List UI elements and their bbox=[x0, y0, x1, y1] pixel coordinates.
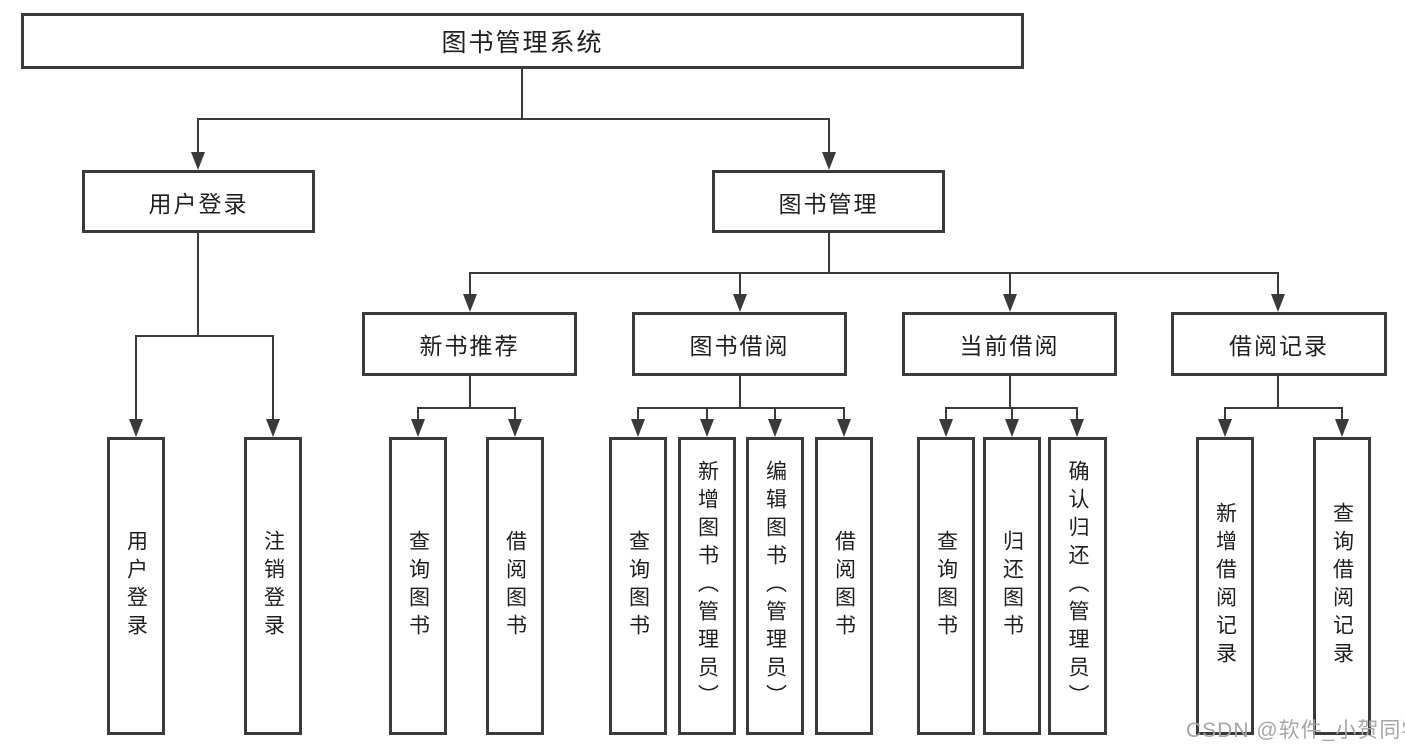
connector-to-user-login bbox=[197, 118, 199, 154]
arrowhead-leaf bbox=[700, 419, 714, 437]
leaf-borrow-edit-books: 编辑图书（管理员） bbox=[746, 437, 804, 735]
leaf-rec-borrow-books: 借阅图书 bbox=[486, 437, 544, 735]
leaf-logout: 注销登录 bbox=[244, 437, 302, 735]
arrowhead-user-login bbox=[191, 152, 205, 170]
connector-to-records bbox=[1277, 272, 1279, 296]
arrowhead-leaf-logout bbox=[266, 419, 280, 437]
arrowhead-records bbox=[1271, 294, 1285, 312]
arrowhead-leaf bbox=[939, 419, 953, 437]
node-new-book-recommend: 新书推荐 bbox=[362, 312, 577, 376]
connector-level2-split bbox=[469, 272, 1279, 274]
connector-new-rec-split bbox=[418, 407, 516, 409]
leaf-records-query-record: 查询借阅记录 bbox=[1313, 437, 1371, 735]
connector-user-login-stem bbox=[197, 233, 199, 335]
connector-leaf bbox=[1011, 407, 1013, 421]
arrowhead-leaf bbox=[1070, 419, 1084, 437]
connector-to-current bbox=[1009, 272, 1011, 296]
connector-new-rec-stem bbox=[469, 376, 471, 407]
arrowhead-borrowing bbox=[733, 294, 747, 312]
leaf-borrow-borrow-books: 借阅图书 bbox=[815, 437, 873, 735]
node-root: 图书管理系统 bbox=[21, 13, 1024, 69]
connector-level1-split bbox=[197, 118, 830, 120]
arrowhead-leaf bbox=[411, 419, 425, 437]
node-user-login: 用户登录 bbox=[82, 170, 315, 233]
leaf-rec-query-books: 查询图书 bbox=[389, 437, 447, 735]
leaf-current-confirm-return: 确认归还（管理员） bbox=[1048, 437, 1107, 735]
leaf-current-return-books: 归还图书 bbox=[983, 437, 1041, 735]
connector-to-leaf-logout bbox=[272, 335, 274, 421]
leaf-records-add-record: 新增借阅记录 bbox=[1196, 437, 1254, 735]
connector-user-login-split bbox=[135, 335, 273, 337]
connector-root-stem bbox=[521, 69, 523, 118]
connector-leaf bbox=[417, 407, 419, 421]
arrowhead-leaf-login bbox=[129, 419, 143, 437]
leaf-user-login: 用户登录 bbox=[107, 437, 165, 735]
connector-leaf bbox=[706, 407, 708, 421]
connector-leaf bbox=[1341, 407, 1343, 421]
connector-leaf bbox=[843, 407, 845, 421]
arrowhead-leaf bbox=[508, 419, 522, 437]
connector-to-book-mgmt bbox=[828, 118, 830, 154]
node-book-borrowing: 图书借阅 bbox=[632, 312, 847, 376]
arrowhead-leaf bbox=[1335, 419, 1349, 437]
leaf-borrow-query-books: 查询图书 bbox=[609, 437, 667, 735]
connector-leaf bbox=[945, 407, 947, 421]
csdn-watermark: CSDN @软件_小贺同学 bbox=[1186, 719, 1405, 742]
connector-leaf bbox=[1224, 407, 1226, 421]
connector-leaf bbox=[774, 407, 776, 421]
node-book-management: 图书管理 bbox=[712, 170, 945, 233]
arrowhead-leaf bbox=[1218, 419, 1232, 437]
connector-borrowing-split bbox=[638, 407, 845, 409]
node-borrowing-records: 借阅记录 bbox=[1171, 312, 1387, 376]
arrowhead-book-mgmt bbox=[822, 152, 836, 170]
connector-to-leaf-login bbox=[135, 335, 137, 421]
arrowhead-leaf bbox=[631, 419, 645, 437]
connector-to-borrowing bbox=[739, 272, 741, 296]
connector-records-split bbox=[1225, 407, 1343, 409]
arrowhead-leaf bbox=[1005, 419, 1019, 437]
leaf-current-query-books: 查询图书 bbox=[917, 437, 975, 735]
connector-leaf bbox=[514, 407, 516, 421]
arrowhead-new-rec bbox=[463, 294, 477, 312]
connector-to-new-rec bbox=[469, 272, 471, 296]
connector-current-stem bbox=[1009, 376, 1011, 407]
connector-leaf bbox=[637, 407, 639, 421]
connector-borrowing-stem bbox=[739, 376, 741, 407]
connector-book-mgmt-stem bbox=[828, 233, 830, 272]
leaf-borrow-add-books: 新增图书（管理员） bbox=[678, 437, 736, 735]
node-current-borrowing: 当前借阅 bbox=[902, 312, 1117, 376]
arrowhead-current bbox=[1003, 294, 1017, 312]
connector-records-stem bbox=[1277, 376, 1279, 407]
arrowhead-leaf bbox=[768, 419, 782, 437]
arrowhead-leaf bbox=[837, 419, 851, 437]
connector-leaf bbox=[1076, 407, 1078, 421]
